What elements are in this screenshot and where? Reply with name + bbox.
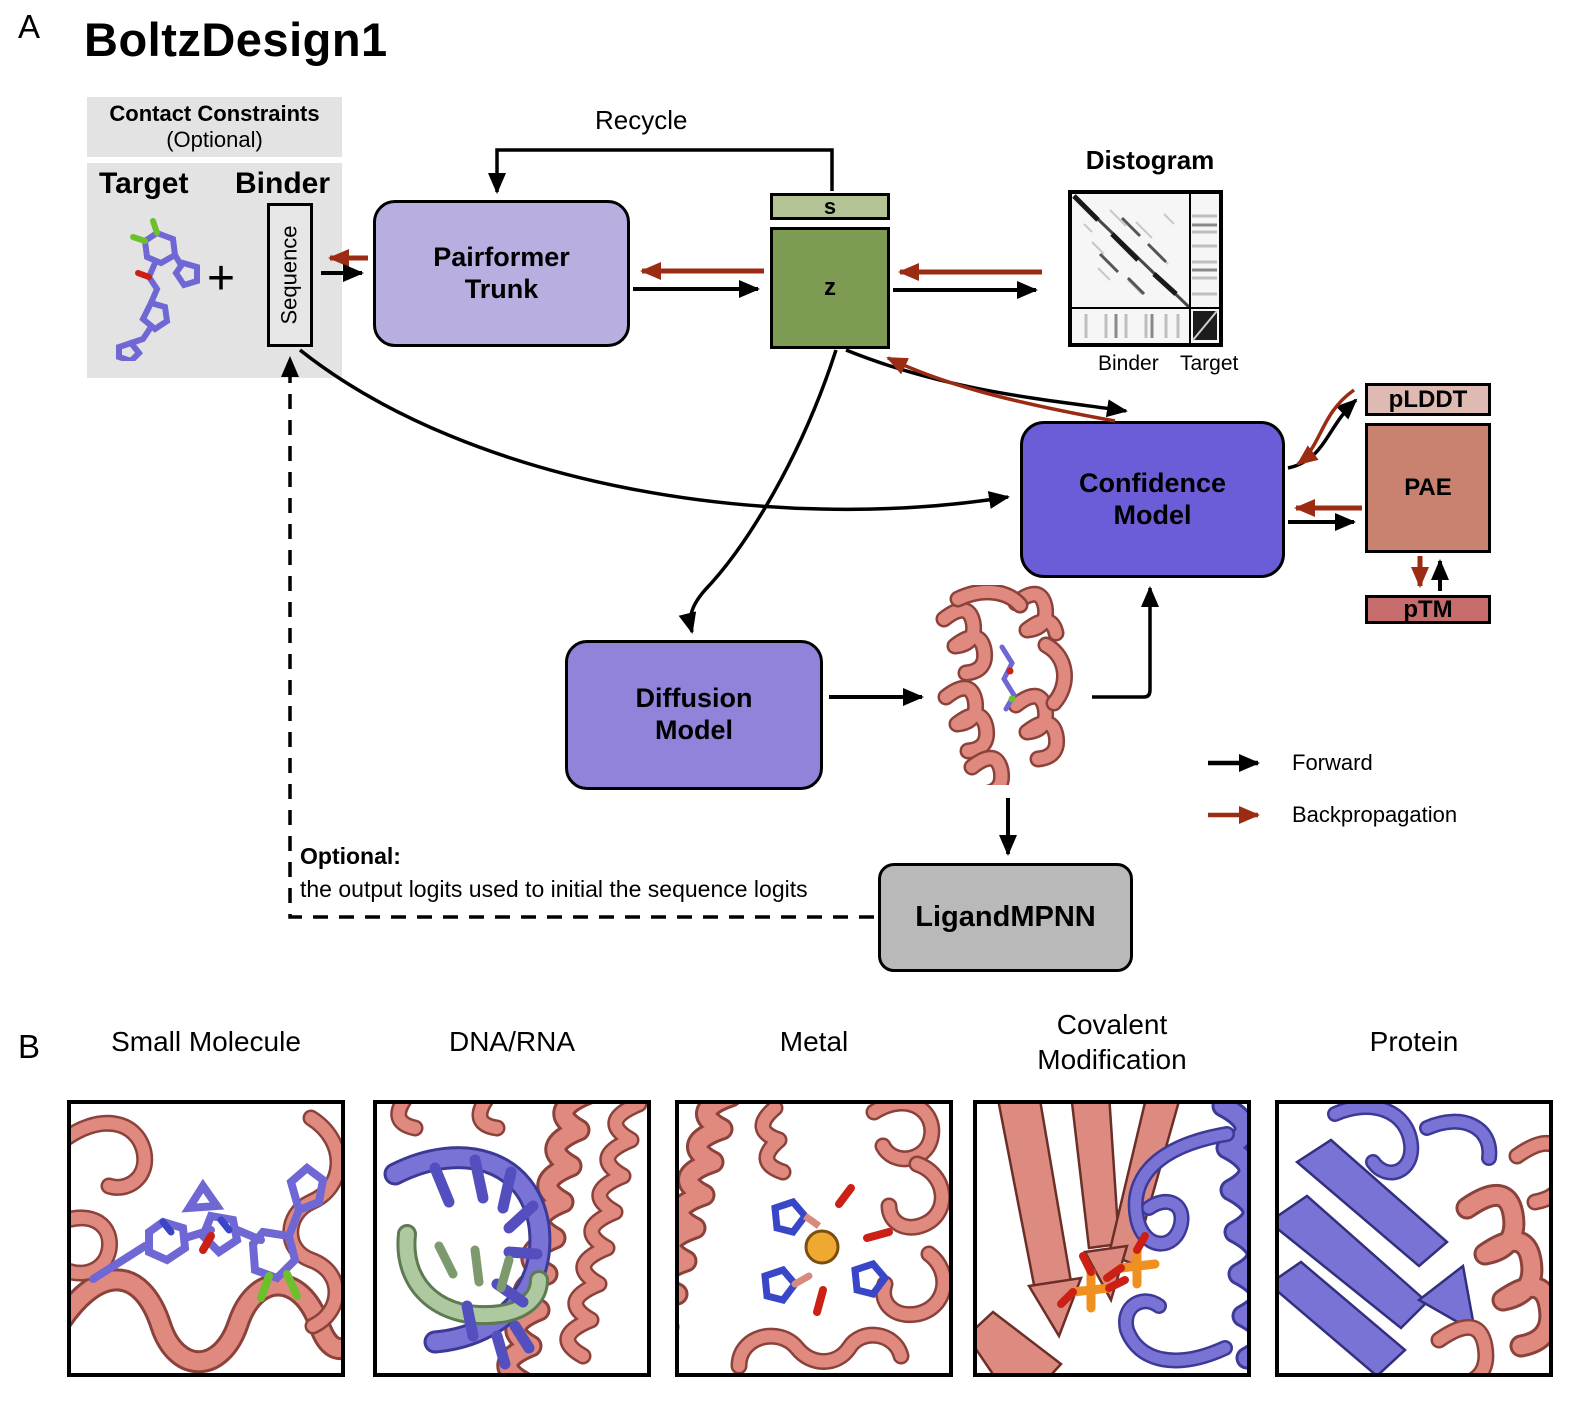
- binder-strands: [1279, 1138, 1477, 1373]
- confidence-line2: Model: [1113, 499, 1192, 530]
- dna-rna-illustration: [377, 1104, 647, 1373]
- panel-b-title-dna-rna: DNA/RNA: [448, 1026, 575, 1057]
- sequence-box: Sequence: [267, 203, 313, 347]
- phosphate-groups: [1057, 1232, 1160, 1313]
- contact-constraints-header: Contact Constraints (Optional): [87, 97, 342, 157]
- small-molecule-illustration: [71, 1104, 341, 1373]
- plddt-box: pLDDT: [1365, 383, 1491, 416]
- backprop-arrow-plddt-to-confidence: [1296, 388, 1356, 466]
- optional-note-body: the output logits used to initial the se…: [300, 876, 808, 902]
- forward-arrow-z-to-confidence: [845, 348, 1128, 418]
- distogram-image: [1072, 194, 1219, 343]
- diffusion-line1: Diffusion: [635, 683, 753, 714]
- panel-a-label: A: [18, 8, 41, 45]
- panel-b-title-small-molecule: Small Molecule: [111, 1026, 301, 1057]
- z-representation-box: z: [770, 227, 890, 349]
- input-panel: Target Binder + Sequence: [87, 163, 342, 378]
- panel-b-image-protein: [1275, 1100, 1553, 1377]
- protein-protein-illustration: [1279, 1104, 1549, 1373]
- forward-arrow-structure-to-confidence: [1092, 586, 1159, 699]
- binder-label: Binder: [235, 167, 331, 200]
- recycle-arrow: [488, 148, 834, 194]
- panel-b-image-dna-rna: [373, 1100, 651, 1377]
- forward-arrow-confidence-to-plddt: [1287, 398, 1358, 470]
- diffusion-line2: Model: [655, 715, 733, 745]
- panel-b-title-metal: Metal: [779, 1026, 849, 1057]
- predicted-structure-icon: [928, 585, 1090, 785]
- plus-sign: +: [207, 252, 236, 305]
- s-representation-box: s: [770, 193, 890, 220]
- confidence-line1: Confidence: [1078, 467, 1226, 498]
- s-label: s: [823, 193, 837, 219]
- pairformer-line2: Trunk: [464, 273, 539, 304]
- optional-note-title: Optional:: [300, 843, 401, 869]
- legend-forward-label: Forward: [1292, 750, 1373, 775]
- forward-arrow-sequence-to-confidence: [298, 348, 1010, 512]
- legend-backprop-label: Backpropagation: [1292, 802, 1458, 827]
- confidence-model-box: Confidence Model: [1020, 421, 1285, 578]
- panel-b-label: B: [18, 1028, 41, 1065]
- optional-dashed-arrow-ligandmpnn-to-sequence: [281, 356, 874, 919]
- distogram-matrix: [1068, 190, 1223, 347]
- contact-constraints-title: Contact Constraints: [109, 101, 320, 126]
- backprop-arrow-confidence-to-z: [886, 356, 1116, 423]
- distogram-binder-axis: Binder: [1098, 352, 1159, 375]
- ligandmpnn-label: LigandMPNN: [915, 901, 1096, 933]
- distogram-target-axis: Target: [1180, 352, 1239, 375]
- ligandmpnn-box: LigandMPNN: [878, 863, 1133, 972]
- pae-box: PAE: [1365, 423, 1491, 553]
- panel-b-image-covalent-modification: [973, 1100, 1251, 1377]
- panel-b-image-metal: [675, 1100, 953, 1377]
- target-molecule-icon: [116, 218, 200, 361]
- recycle-label: Recycle: [595, 105, 688, 135]
- covalent-modification-illustration: [977, 1104, 1247, 1373]
- metal-site-illustration: [679, 1104, 949, 1373]
- contact-constraints-subtitle: (Optional): [166, 127, 263, 152]
- panel-b-image-small-molecule: [67, 1100, 345, 1377]
- z-label: z: [824, 274, 836, 301]
- figure-title: BoltzDesign1: [84, 13, 388, 66]
- ligand-sticks: [89, 1162, 328, 1302]
- metal-ion: [804, 1229, 840, 1265]
- forward-arrow-z-to-diffusion: [678, 349, 838, 634]
- pairformer-line1: Pairformer: [433, 241, 570, 272]
- coordinating-residues: [761, 1184, 893, 1316]
- target-label: Target: [99, 167, 189, 200]
- distogram-title: Distogram: [1085, 144, 1215, 175]
- plddt-label: pLDDT: [1388, 385, 1468, 413]
- ptm-label: pTM: [1403, 595, 1453, 623]
- panel-b-title-covalent-modification: Covalent Modification: [1037, 1009, 1187, 1075]
- ptm-box: pTM: [1365, 595, 1491, 624]
- panel-b-title-protein: Protein: [1369, 1026, 1459, 1057]
- pae-label: PAE: [1404, 474, 1452, 501]
- pairformer-trunk-box: Pairformer Trunk: [373, 200, 630, 347]
- diffusion-model-box: Diffusion Model: [565, 640, 823, 790]
